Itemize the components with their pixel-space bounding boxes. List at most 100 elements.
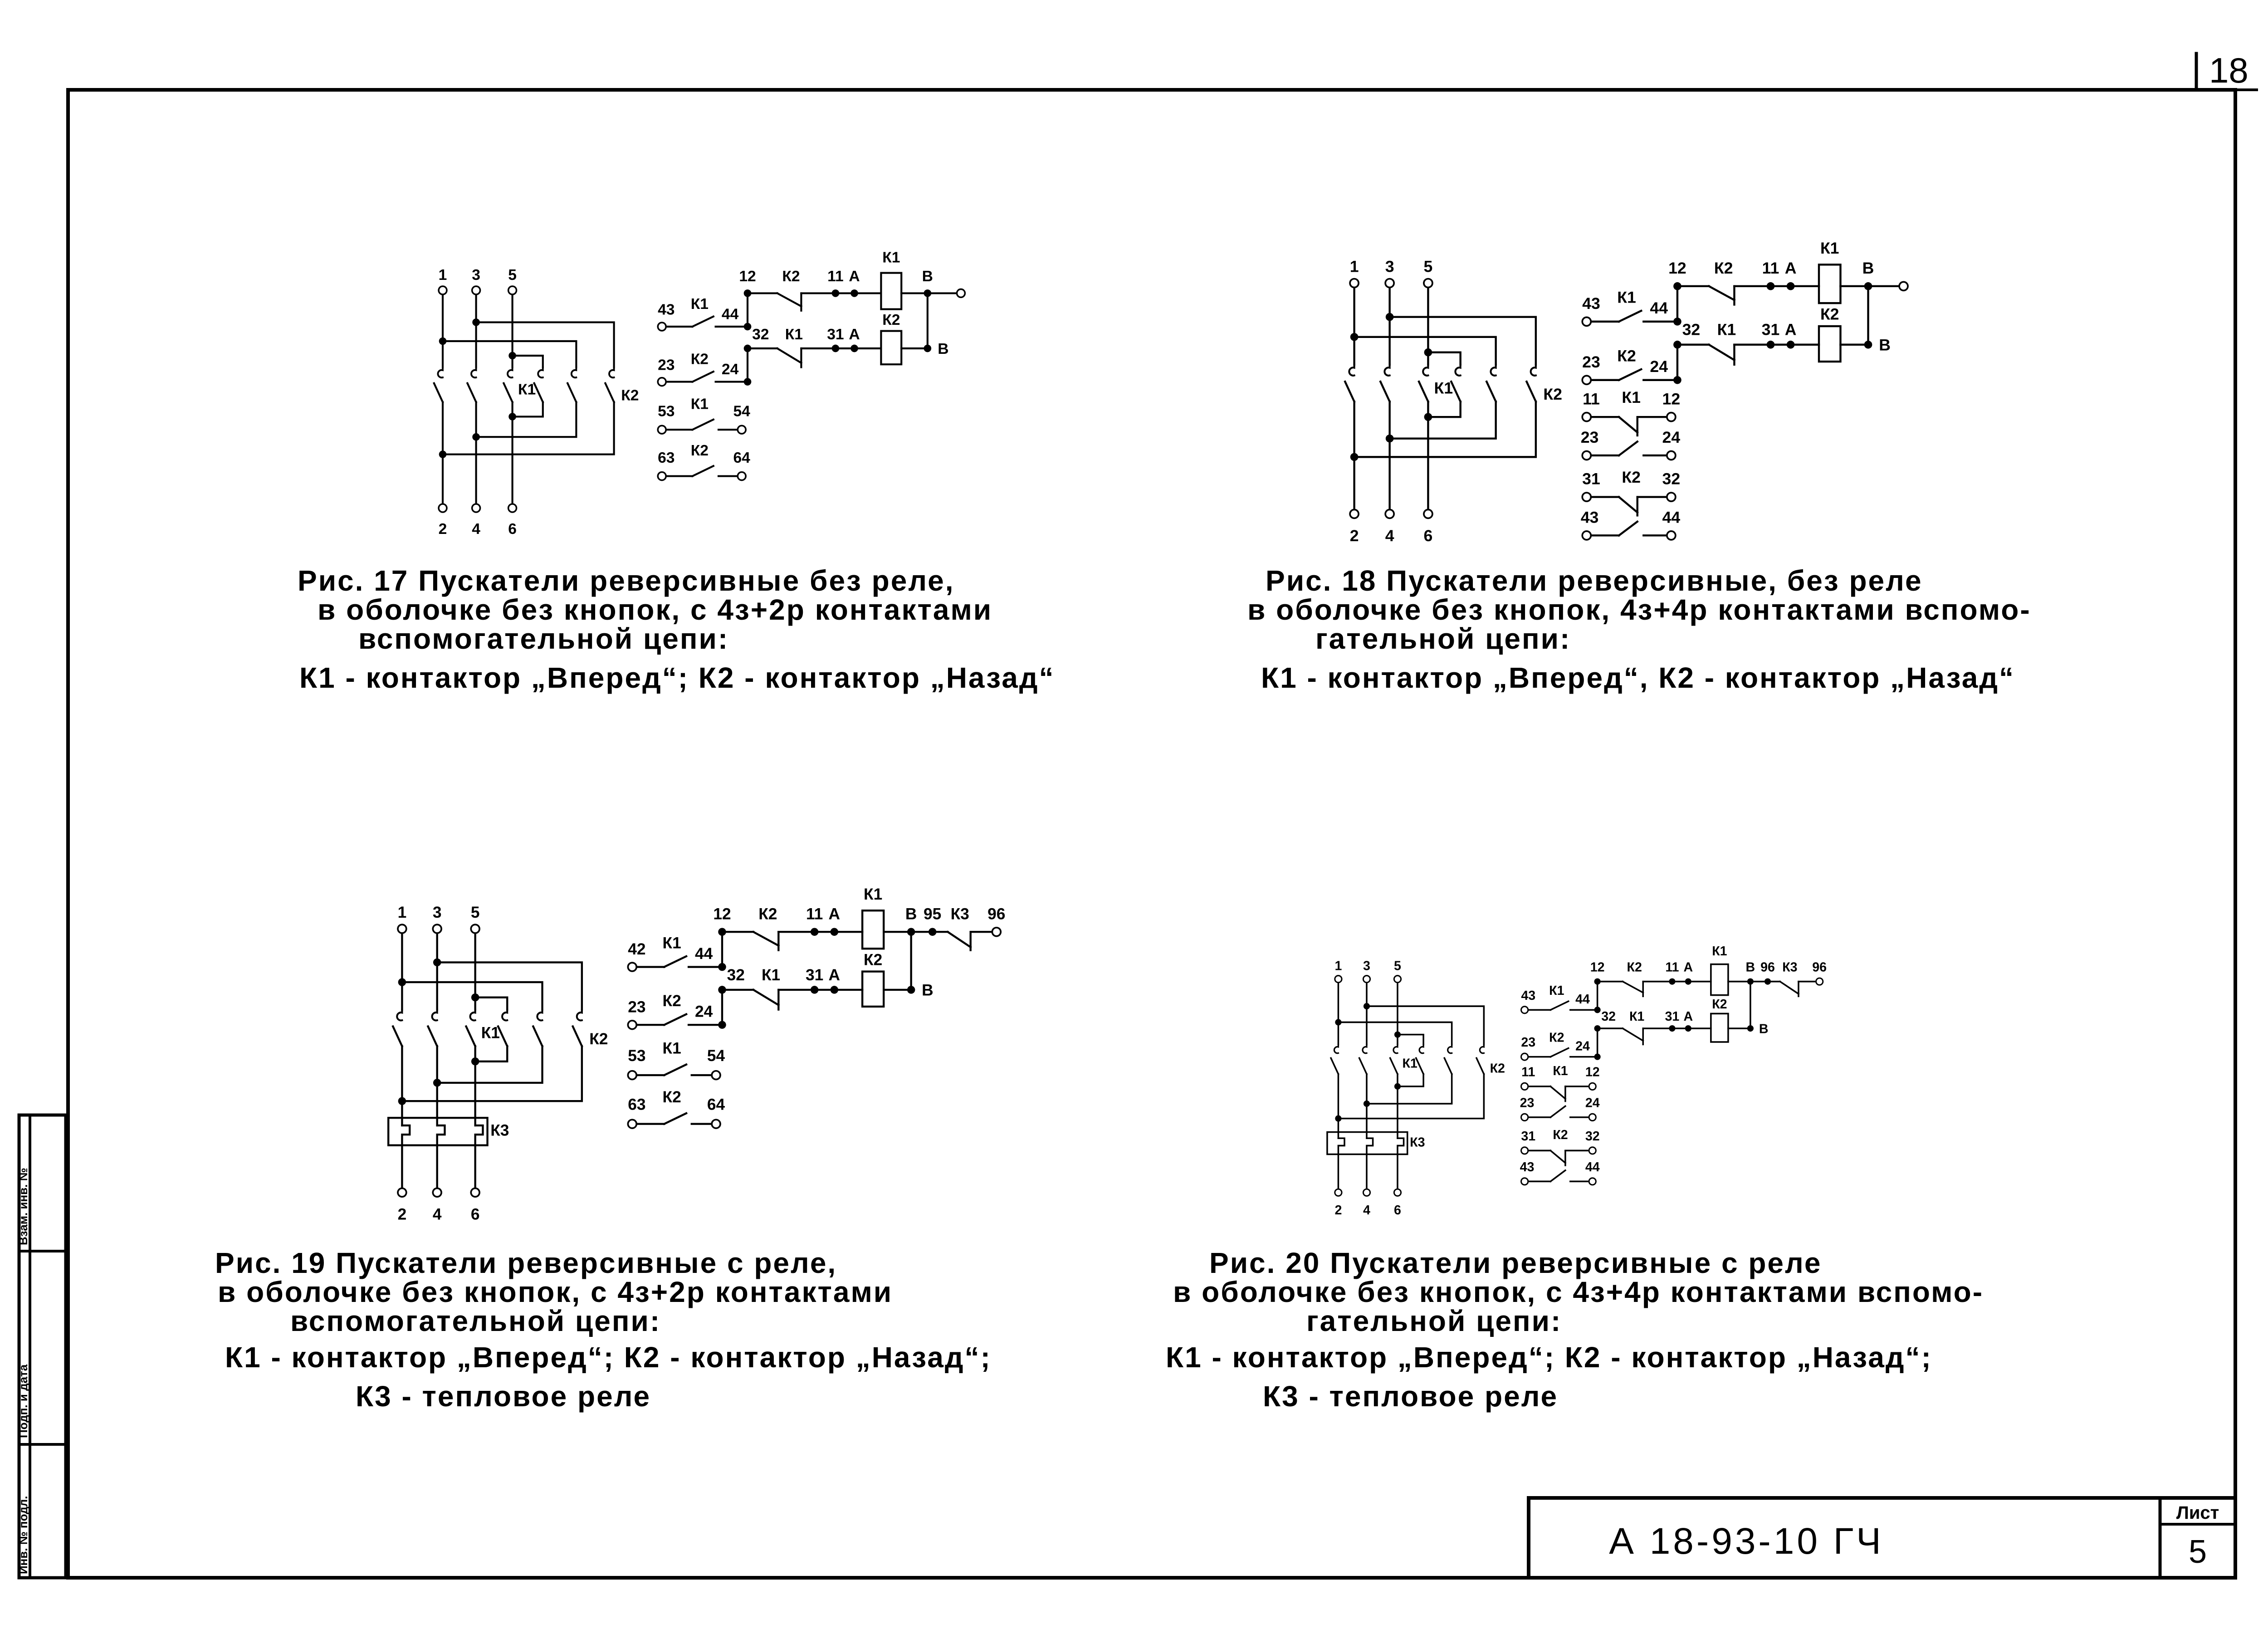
junction-dot <box>850 289 858 297</box>
contact-hook <box>536 1008 544 1022</box>
terminal-circle <box>1520 1082 1529 1091</box>
figure-17-caption: Рис. 17 Пускатели реверсивные без реле, … <box>298 564 1055 694</box>
junction-dot <box>1766 340 1775 349</box>
terminal-circle <box>438 285 448 295</box>
nc-contact-blade <box>1617 416 1639 434</box>
nc-contact-blade <box>1707 343 1736 362</box>
sheet-number: 5 <box>2189 1534 2207 1570</box>
caption-line: К1 - контактор „Вперед“; К2 - контактор … <box>1166 1341 1932 1374</box>
contact-blade <box>533 382 544 404</box>
no-contact-blade <box>1549 1000 1570 1011</box>
terminal-circle <box>1581 450 1592 461</box>
caption-line: в оболочке без кнопок, с 4з+4р контактам… <box>1173 1276 1984 1308</box>
terminal-circle <box>432 1187 442 1198</box>
contact-label: К1 <box>663 1039 681 1057</box>
contact-hook <box>1447 1043 1453 1054</box>
caption-line: Рис. 17 Пускатели реверсивные без реле, <box>298 564 955 597</box>
contact-hook <box>507 366 513 379</box>
terminal-circle <box>1581 411 1592 422</box>
terminal-circle <box>432 924 442 934</box>
terminal-circle <box>1588 1113 1597 1121</box>
caption-line: вспомогательной цепи: <box>290 1305 661 1337</box>
nc-contact-blade <box>1621 1027 1644 1042</box>
contact-hook <box>431 1008 439 1022</box>
thermal-relay-box <box>387 1116 489 1146</box>
contact-label: К3 <box>1782 960 1797 974</box>
contact-blade <box>1485 380 1497 403</box>
power-terminal-label: 3 <box>1385 258 1394 276</box>
contactor-k2-label: К2 <box>1543 385 1562 403</box>
caption-line: К1 - контактор „Вперед“; К2 - контактор … <box>225 1341 992 1374</box>
contact-label: К2 <box>1714 259 1733 277</box>
wire <box>436 1045 543 1084</box>
terminal-label: 31 <box>1521 1129 1535 1144</box>
terminal-circle <box>657 377 667 387</box>
junction-dot <box>433 958 441 967</box>
terminal-label: 11 <box>827 268 844 285</box>
terminal-circle <box>1362 975 1371 983</box>
wire <box>1337 1021 1453 1046</box>
junction-dot <box>850 344 858 352</box>
contactor-k1-label: К1 <box>481 1024 500 1042</box>
contact-hook <box>1383 363 1391 377</box>
terminal-circle <box>711 1119 721 1129</box>
junction-dot <box>1394 1031 1401 1038</box>
caption-line: К1 - контактор „Вперед“; К2 - контактор … <box>299 661 1055 694</box>
terminal-circle <box>737 471 747 481</box>
power-terminal-label: 6 <box>471 1206 480 1223</box>
junction-dot <box>928 928 937 936</box>
contact-hook <box>537 366 544 379</box>
contact-hook <box>576 1008 583 1022</box>
terminal-circle <box>1334 1188 1343 1197</box>
contact-label: К2 <box>691 351 709 367</box>
page-number: 18 <box>2209 50 2248 90</box>
power-terminal-label: 4 <box>1385 527 1394 545</box>
coil-label: К1 <box>1820 239 1839 257</box>
terminal-circle <box>1581 316 1592 327</box>
terminal-label: А <box>1683 960 1693 974</box>
thermal-element <box>474 1124 484 1189</box>
junction-dot <box>472 318 480 326</box>
terminal-label: В <box>905 905 917 923</box>
junction-dot <box>810 986 819 994</box>
terminal-label: 23 <box>658 357 675 373</box>
contact-label: К2 <box>1627 960 1642 974</box>
terminal-label: 31 <box>1762 321 1780 339</box>
terminal-label: В <box>922 268 933 285</box>
terminal-label: 54 <box>707 1047 725 1065</box>
terminal-circle <box>991 926 1002 937</box>
wire <box>1366 1005 1485 1046</box>
terminal-circle <box>1666 411 1677 422</box>
thermal-relay-box <box>1326 1131 1408 1155</box>
terminal-label: 43 <box>1582 294 1600 313</box>
terminal-circle <box>471 285 481 295</box>
contact-blade <box>1525 380 1537 403</box>
wire <box>511 401 544 418</box>
contact-label: К2 <box>758 905 777 923</box>
contact-blade <box>466 382 478 404</box>
terminal-label: 12 <box>739 268 756 285</box>
terminal-label: А <box>1683 1009 1693 1024</box>
contact-blade <box>1443 1057 1453 1076</box>
contact-blade <box>1358 1057 1368 1076</box>
title-block: А 18-93-10 ГЧ Лист 5 <box>1527 1496 2237 1580</box>
wire <box>474 1045 508 1063</box>
no-contact-blade <box>663 955 688 969</box>
terminal-circle <box>1581 375 1592 386</box>
terminal-label: 11 <box>1762 259 1779 277</box>
nc-contact-blade <box>1707 284 1736 302</box>
power-terminal-label: 5 <box>471 904 480 921</box>
no-contact-blade <box>691 370 715 383</box>
coil-label: К1 <box>864 885 882 903</box>
terminal-circle <box>1520 1006 1529 1014</box>
contact-label: К1 <box>1717 321 1736 339</box>
nc-contact-blade <box>776 292 803 308</box>
contact-label: К1 <box>1629 1009 1644 1024</box>
terminal-label: 54 <box>733 403 751 420</box>
terminal-circle <box>1384 509 1395 519</box>
power-terminal-label: 3 <box>433 904 442 921</box>
terminal-label: 24 <box>722 361 739 378</box>
junction-dot <box>1786 282 1795 290</box>
